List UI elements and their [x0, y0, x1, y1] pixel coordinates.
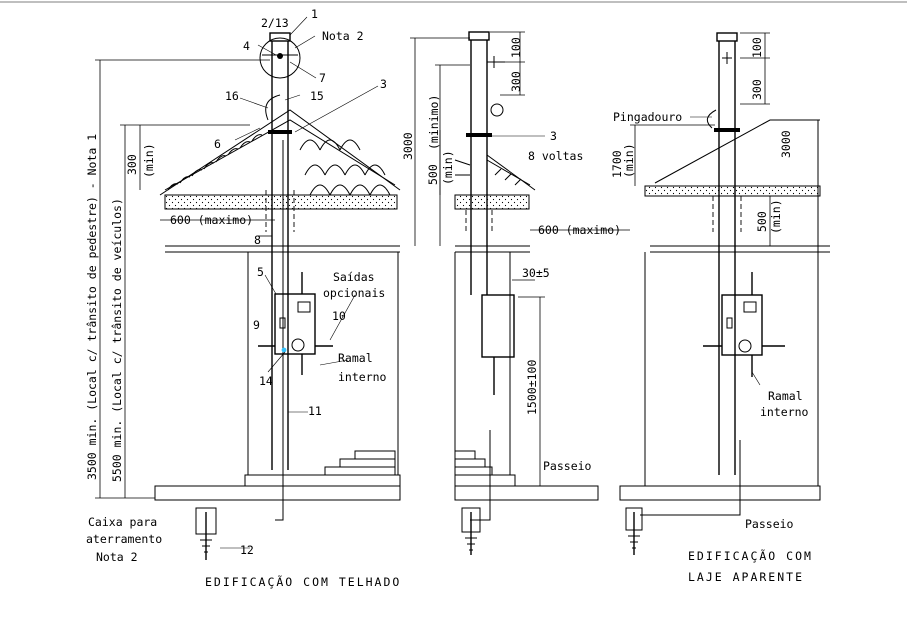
right-3000: 3000 — [779, 130, 793, 158]
vertical-3500-label: 3500 min. (Local c/ trânsito de pedestre… — [85, 134, 99, 480]
nota-2-top: Nota 2 — [322, 29, 364, 43]
title-left: EDIFICAÇÃO COM TELHADO — [205, 574, 401, 589]
passeio-mid: Passeio — [543, 459, 592, 473]
dim-600-left: 600 (maximo) — [170, 213, 253, 227]
ref-9: 9 — [253, 318, 260, 332]
ref-10: 10 — [332, 309, 346, 323]
right-300: 300 — [750, 79, 764, 100]
mid-600: 600 (maximo) — [538, 223, 621, 237]
mid-min: (min) — [441, 150, 455, 185]
mid-8-voltas: 8 voltas — [528, 149, 583, 163]
ref-14: 14 — [259, 374, 273, 388]
opcionais-label: opcionais — [323, 286, 385, 300]
dim-min-left: (min) — [142, 143, 156, 178]
dim-300-min: 300 — [125, 154, 139, 175]
left-view-mast — [247, 32, 399, 521]
left-view-ground — [154, 450, 401, 560]
pingadouro-label: Pingadouro — [613, 110, 682, 124]
middle-view-dimensions — [410, 31, 630, 486]
ramal-left-1: Ramal — [338, 351, 373, 365]
title-right-2: LAJE APARENTE — [688, 570, 804, 584]
ref-11: 11 — [308, 404, 322, 418]
middle-view-structure — [454, 31, 599, 555]
left-view-leaders — [220, 16, 379, 549]
right-view-dimensions — [630, 32, 819, 246]
right-100: 100 — [750, 37, 764, 58]
caixa-label-1: Caixa para — [88, 515, 157, 529]
ref-12: 12 — [240, 543, 254, 557]
ref-5: 5 — [257, 265, 264, 279]
mid-30: 30±5 — [522, 266, 550, 280]
caixa-label-2: aterramento — [86, 532, 162, 546]
title-right-1: EDIFICAÇÃO COM — [688, 548, 813, 563]
mid-1500: 1500±100 — [525, 360, 539, 415]
passeio-right: Passeio — [745, 517, 794, 531]
ramal-right-1: Ramal — [768, 389, 803, 403]
mid-100: 100 — [509, 37, 523, 58]
mid-500: 500 — [426, 164, 440, 185]
left-view-dimensions — [95, 59, 275, 499]
ramal-left-2: interno — [338, 370, 387, 384]
ramal-right-2: interno — [760, 405, 809, 419]
mid-ref-3: 3 — [550, 129, 557, 143]
ref-3-left: 3 — [380, 77, 387, 91]
mid-minimo: (minimo) — [427, 95, 441, 150]
ref-1: 1 — [311, 7, 318, 21]
saidas-label: Saídas — [333, 270, 375, 284]
right-500: 500 — [755, 211, 769, 232]
mid-3000: 3000 — [401, 132, 415, 160]
nota-2-bottom: Nota 2 — [96, 550, 138, 564]
right-min-1: (min) — [622, 143, 636, 178]
dim-8: 8 — [254, 233, 261, 247]
ref-2-13: 2/13 — [261, 16, 289, 30]
right-1700: 1700 — [610, 150, 624, 178]
ref-16: 16 — [225, 89, 239, 103]
vertical-5500-label: 5500 min. (Local c/ trânsito de veículos… — [110, 198, 124, 482]
left-view-meter-box — [258, 272, 333, 375]
left-view-roof — [159, 109, 401, 253]
mid-300: 300 — [509, 71, 523, 92]
right-min-2: (min) — [769, 199, 783, 234]
ref-7: 7 — [319, 71, 326, 85]
right-view-structure — [619, 32, 830, 555]
ref-6: 6 — [214, 137, 221, 151]
ref-15: 15 — [310, 89, 324, 103]
ref-4: 4 — [243, 39, 250, 53]
